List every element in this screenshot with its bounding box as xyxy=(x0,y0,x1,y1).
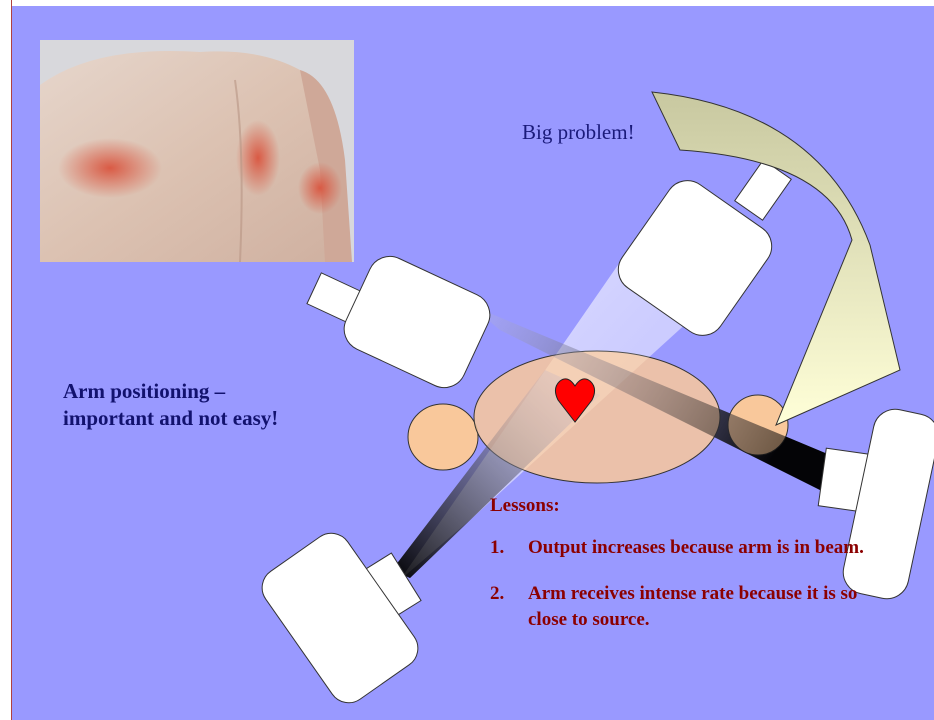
back-skin-erythema-photo xyxy=(40,40,354,262)
lesson-text: Arm receives intense rate because it is … xyxy=(528,583,857,630)
gantry-head-bottom xyxy=(254,525,425,710)
lesson-text: Output increases because arm is in beam. xyxy=(528,537,864,558)
lesson-item: 1. Output increases because arm is in be… xyxy=(490,535,870,561)
lesson-item: 2. Arm receives intense rate because it … xyxy=(490,581,870,633)
lessons-title: Lessons: xyxy=(490,495,560,517)
lesson-number: 1. xyxy=(490,535,504,561)
big-problem-callout: Big problem! xyxy=(522,120,635,145)
lessons-list: 1. Output increases because arm is in be… xyxy=(490,535,870,653)
lesson-number: 2. xyxy=(490,581,504,607)
arm-positioning-note: Arm positioning – important and not easy… xyxy=(63,378,283,432)
gantry-head-left xyxy=(307,249,497,395)
